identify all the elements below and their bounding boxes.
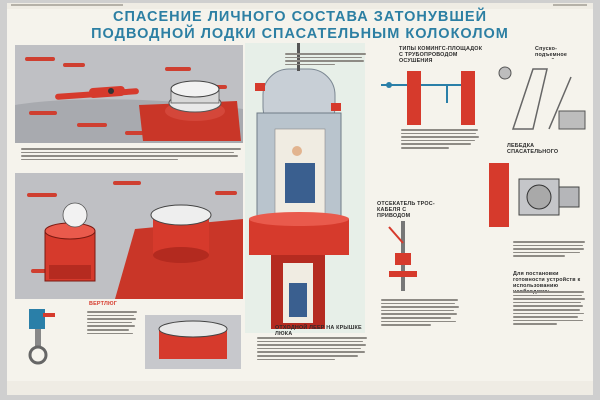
- valve-title: ОТСЕКАТЕЛЬ ТРОС-КАБЕЛЯ С ПРИВОДОМ: [377, 201, 435, 219]
- poster: СПАСЕНИЕ ЛИЧНОГО СОСТАВА ЗАТОНУВШЕЙ ПОДВ…: [7, 3, 593, 395]
- coaming-pipes-drawing: [377, 63, 483, 125]
- winch-illustration: [479, 153, 587, 237]
- header-fine-print-right: [553, 4, 587, 6]
- deck-hatch-illustration-middle: [15, 173, 243, 299]
- text-block-winch: [513, 239, 587, 259]
- rescue-bell-cutaway-drawing: [245, 43, 365, 333]
- title-line-2: ПОДВОДНОЙ ЛОДКИ СПАСАТЕЛЬНЫМ КОЛОКОЛОМ: [91, 26, 509, 42]
- text-block-bell-intro: [285, 51, 369, 67]
- deck-hatch-illustration-top: [15, 45, 243, 143]
- bell-bottom-illustration: [145, 315, 241, 369]
- winch-drawing: [479, 153, 587, 237]
- text-block-valve: [381, 297, 461, 328]
- launch-device-drawing: [489, 59, 589, 135]
- launch-device-illustration: [489, 59, 589, 135]
- header-strip: [7, 3, 593, 9]
- rescue-bell-cutaway-illustration: [245, 43, 365, 333]
- text-block-pipes: [401, 127, 481, 151]
- cable-cutter-drawing: [388, 221, 417, 291]
- text-block-vertlug: [87, 309, 139, 336]
- header-fine-print-left: [11, 4, 123, 6]
- deck-hatch-drawing-top: [15, 45, 243, 143]
- vertlug-drawing: [28, 309, 55, 365]
- poster-title: СПАСЕНИЕ ЛИЧНОГО СОСТАВА ЗАТОНУВШЕЙ ПОДВ…: [67, 9, 533, 43]
- vertlug-title: ВЕРТЛЮГ: [89, 301, 117, 307]
- bell-bottom-drawing: [145, 315, 241, 369]
- title-line-1: СПАСЕНИЕ ЛИЧНОГО СОСТАВА ЗАТОНУВШЕЙ: [112, 9, 487, 25]
- text-block-bell-bottom: [257, 335, 369, 362]
- text-block-winch-list: [513, 289, 587, 327]
- coaming-pipes-illustration: [377, 63, 483, 125]
- cable-cutter-illustration: [381, 217, 429, 299]
- text-block-deck-top: [21, 146, 245, 162]
- bell-caption: ОТХОДНОЙ ЛЕЕР НА КРЫШКЕ ЛЮКА: [275, 325, 362, 337]
- footer-strip: [7, 381, 593, 395]
- deck-hatch-drawing-middle: [15, 173, 243, 299]
- pipes-title: ТИПЫ КОМИНГС-ПЛОЩАДОК С ТРУБОПРОВОДОМ ОС…: [399, 46, 483, 64]
- vertlug-illustration: [21, 303, 61, 373]
